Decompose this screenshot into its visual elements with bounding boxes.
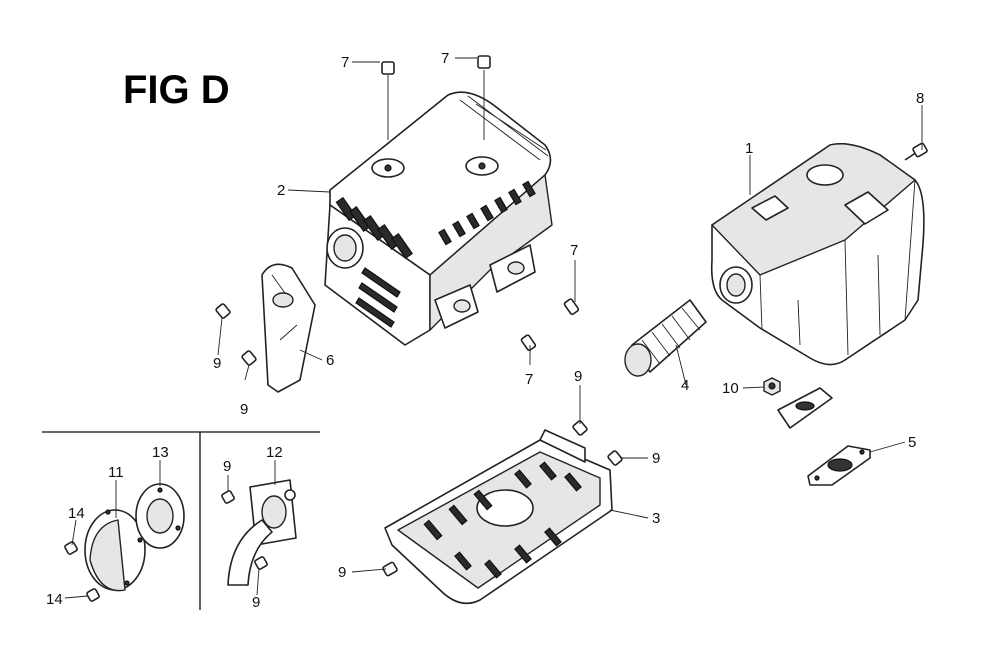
callout-7: 7	[441, 50, 449, 67]
callout-10: 10	[722, 380, 739, 397]
spark-arrester	[624, 299, 707, 377]
callout-9: 9	[652, 450, 660, 467]
inset-frame	[42, 431, 320, 610]
callout-9: 9	[213, 355, 221, 372]
callout-11: 11	[108, 464, 124, 481]
screw-8	[904, 142, 928, 161]
callout-13: 13	[152, 444, 169, 461]
callout-7: 7	[525, 371, 533, 388]
callout-7: 7	[570, 242, 578, 259]
muffler-body	[710, 142, 925, 429]
callout-9: 9	[223, 458, 231, 475]
callout-12: 12	[266, 444, 283, 461]
callout-14: 14	[68, 505, 85, 522]
callout-2: 2	[277, 182, 285, 199]
muffler-protector	[324, 91, 553, 346]
callout-9: 9	[240, 401, 248, 418]
callout-9: 9	[574, 368, 582, 385]
cap-11	[84, 509, 146, 592]
callout-6: 6	[326, 352, 334, 369]
leader-lines	[64, 57, 923, 599]
callout-7: 7	[341, 54, 349, 71]
callout-9: 9	[252, 594, 260, 611]
exhaust-elbow-12	[227, 479, 297, 586]
callout-14: 14	[46, 591, 63, 608]
exhaust-deflector	[261, 263, 316, 393]
callout-9: 9	[338, 564, 346, 581]
callout-8: 8	[916, 90, 924, 107]
callout-4: 4	[681, 377, 689, 394]
muffler-stay	[384, 429, 613, 605]
callout-labels: 7 7 2 8 1 7 7 9 9 6 4 10 9 5 9 3 9 11 13…	[46, 50, 924, 611]
gasket-13	[135, 483, 185, 549]
screws	[64, 55, 623, 602]
callout-5: 5	[908, 434, 916, 451]
nut-10	[763, 377, 781, 396]
figure-title: FIG D	[123, 68, 230, 112]
callout-3: 3	[652, 510, 660, 527]
callout-1: 1	[745, 140, 753, 157]
gasket-5	[807, 445, 871, 486]
